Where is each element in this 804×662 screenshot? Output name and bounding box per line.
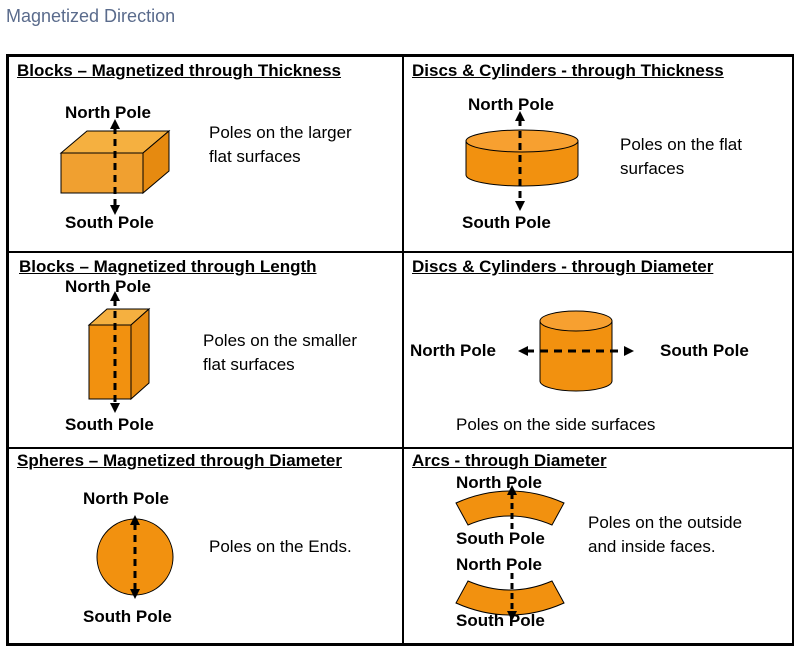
arrow-up-icon xyxy=(515,111,525,121)
disc-diameter-illustration xyxy=(518,310,634,392)
arc-illustration xyxy=(455,485,565,621)
arrow-down-icon xyxy=(515,201,525,211)
cell-block-length: Blocks – Magnetized through Length North… xyxy=(8,252,403,448)
north-pole-label: North Pole xyxy=(65,103,151,122)
cell-heading: Arcs - through Diameter xyxy=(412,451,607,470)
north-pole-label: North Pole xyxy=(410,341,496,360)
arrow-down-icon xyxy=(130,589,140,599)
magnet-diagram-table: Blocks – Magnetized through Thickness No… xyxy=(6,54,794,646)
cell-heading: Blocks – Magnetized through Thickness xyxy=(17,61,342,80)
south-pole-label: South Pole xyxy=(462,213,551,232)
arrow-up-icon xyxy=(130,515,140,525)
cell-heading: Blocks – Magnetized through Length xyxy=(19,257,317,276)
cell-arc: Arcs - through Diameter North Pole South… xyxy=(403,448,794,644)
north-pole-label: North Pole xyxy=(468,95,554,114)
south-pole-label: South Pole xyxy=(83,607,172,626)
disc-top-face xyxy=(465,129,579,153)
disc-thickness-illustration xyxy=(465,111,579,211)
arrow-down-icon xyxy=(507,611,517,621)
arrow-left-icon xyxy=(518,346,528,356)
cell-description: Poles on the side surfaces xyxy=(456,415,656,434)
cell-disc-thickness: Discs & Cylinders - through Thickness No… xyxy=(403,56,794,252)
arrow-up-icon xyxy=(507,485,517,495)
cell-heading: Discs & Cylinders - through Diameter xyxy=(412,257,714,276)
cylinder-body xyxy=(539,320,613,392)
south-pole-label: South Pole xyxy=(65,415,154,434)
south-pole-label: South Pole xyxy=(660,341,749,360)
north-pole-label: North Pole xyxy=(456,473,542,492)
block-side-face xyxy=(130,307,150,401)
arrow-up-icon xyxy=(110,119,120,129)
cell-description: Poles on the Ends. xyxy=(209,537,352,556)
arrow-right-icon xyxy=(624,346,634,356)
cell-block-thickness: Blocks – Magnetized through Thickness No… xyxy=(8,56,403,252)
north-pole-label: North Pole xyxy=(83,489,169,508)
block-length-illustration xyxy=(87,291,151,413)
cell-heading: Spheres – Magnetized through Diameter xyxy=(17,451,342,470)
disc-body xyxy=(465,140,579,187)
south-pole-label-lower: South Pole xyxy=(456,611,545,630)
south-pole-label: South Pole xyxy=(456,529,545,548)
arc-lower xyxy=(455,580,565,616)
cell-sphere: Spheres – Magnetized through Diameter No… xyxy=(8,448,403,644)
north-pole-label-lower: North Pole xyxy=(456,555,542,574)
arrow-down-icon xyxy=(110,205,120,215)
arc-upper xyxy=(455,490,565,526)
cell-heading: Discs & Cylinders - through Thickness xyxy=(412,61,724,80)
arrow-up-icon xyxy=(110,291,120,301)
arrow-down-icon xyxy=(110,403,120,413)
page-title: Magnetized Direction xyxy=(6,6,176,26)
block-front-face xyxy=(60,152,144,194)
block-front-face xyxy=(88,324,132,400)
south-pole-label: South Pole xyxy=(65,213,154,232)
sphere-illustration xyxy=(96,515,174,599)
cell-disc-diameter: Discs & Cylinders - through Diameter Nor… xyxy=(403,252,794,448)
cylinder-top-face xyxy=(539,310,613,332)
block-thickness-illustration xyxy=(59,119,171,215)
north-pole-label: North Pole xyxy=(65,277,151,296)
